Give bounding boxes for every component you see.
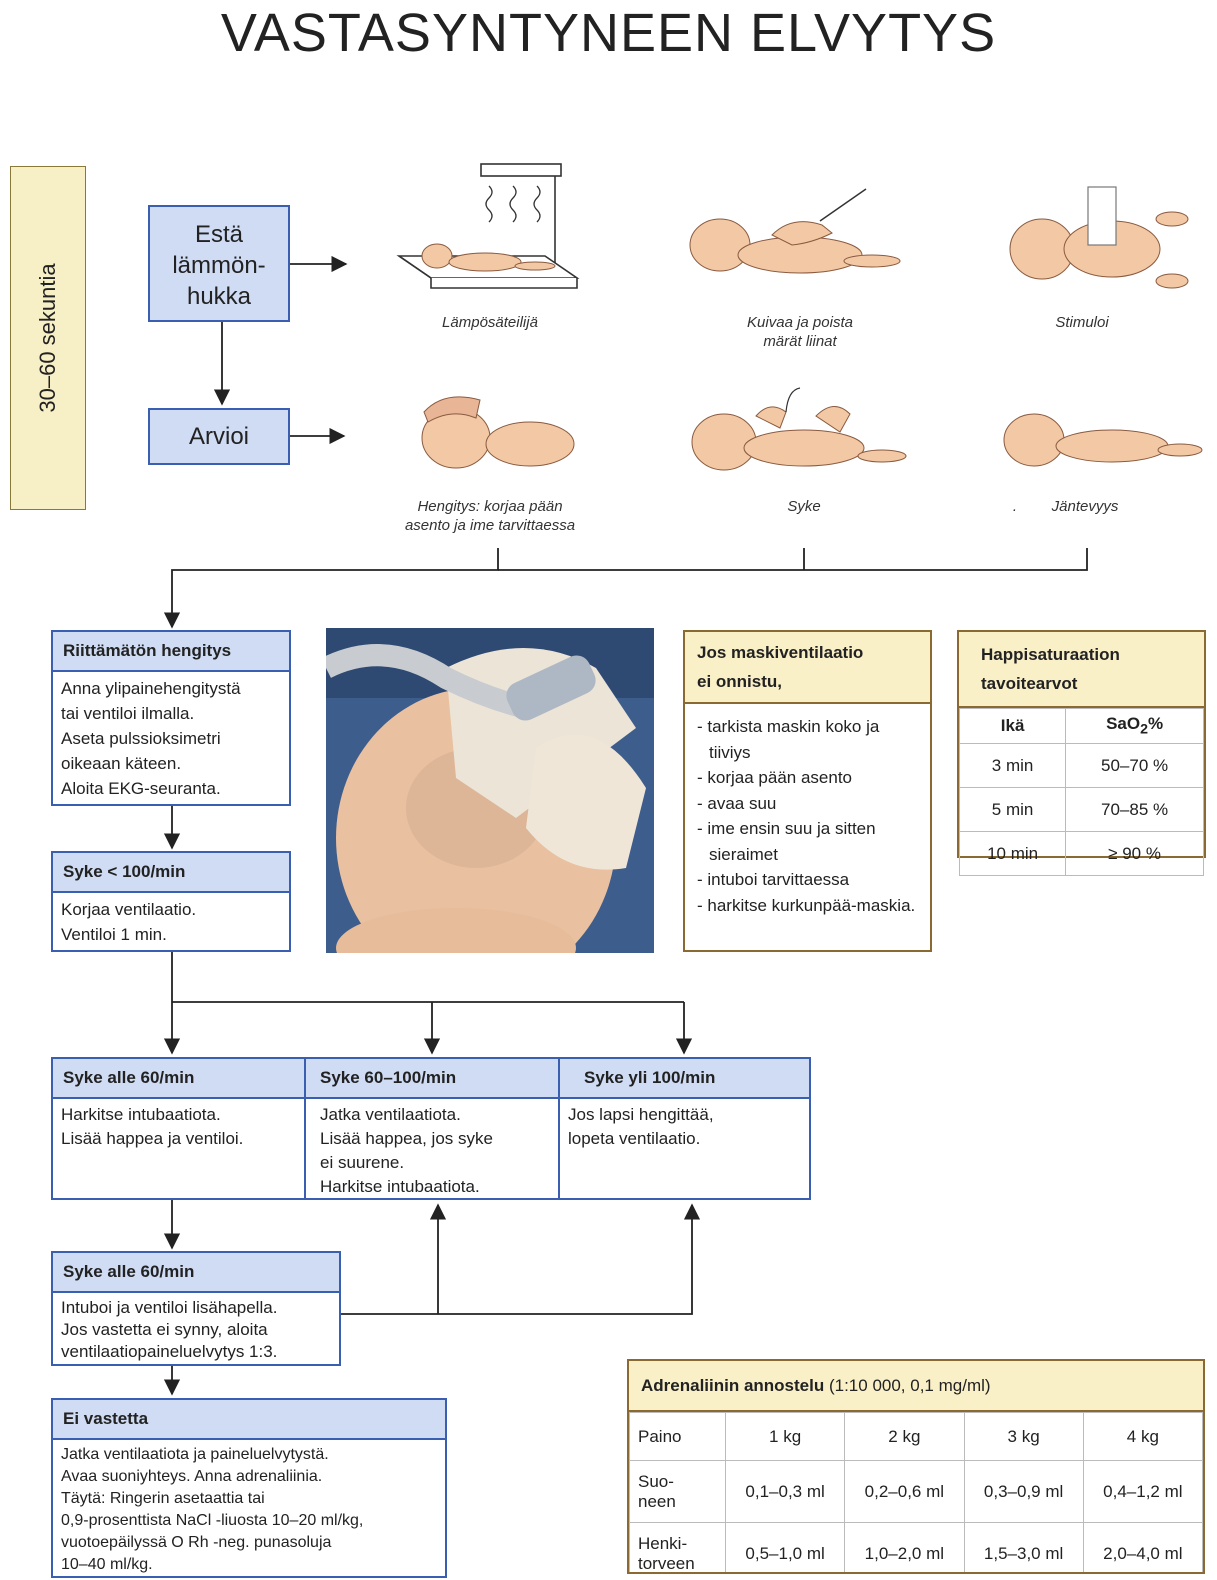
adrenaline-dose: 0,4–1,2 ml xyxy=(1083,1461,1202,1523)
table-row: 10 min ≥ 90 % xyxy=(960,832,1204,876)
saturation-age: 10 min xyxy=(960,832,1066,876)
adrenaline-header-cell: 2 kg xyxy=(845,1413,964,1461)
mask-item: - tarkista maskin koko ja tiiviys xyxy=(697,714,918,765)
prevent-heat-loss-box: Estä lämmön- hukka xyxy=(148,205,290,322)
intubate-box: Syke alle 60/min Intuboi ja ventiloi lis… xyxy=(51,1251,341,1366)
assess-box: Arvioi xyxy=(148,408,290,465)
inadequate-breathing-title: Riittämätön hengitys xyxy=(53,632,289,672)
hr-60-100-title: Syke 60–100/min xyxy=(306,1059,560,1099)
saturation-col-sat: SaO2% xyxy=(1066,709,1204,744)
mask-ventilation-title: Jos maskiventilaatio ei onnistu, xyxy=(685,632,930,704)
hr-over-100-body: Jos lapsi hengittää, lopeta ventilaatio. xyxy=(560,1099,809,1198)
arrow-assess-to-inadequate xyxy=(172,548,498,627)
intubate-title: Syke alle 60/min xyxy=(53,1253,339,1293)
adrenaline-header-cell: 1 kg xyxy=(726,1413,845,1461)
table-row: Suo- neen 0,1–0,3 ml 0,2–0,6 ml 0,3–0,9 … xyxy=(630,1461,1203,1523)
mask-ventilation-list: - tarkista maskin koko ja tiiviys - korj… xyxy=(685,704,930,928)
saturation-value: ≥ 90 % xyxy=(1066,832,1204,876)
adrenaline-dose: 0,3–0,9 ml xyxy=(964,1461,1083,1523)
caption-dry: Kuivaa ja poista märät liinat xyxy=(700,313,900,351)
hr-over-100-title: Syke yli 100/min xyxy=(560,1059,809,1099)
heart-rate-illustration xyxy=(686,386,911,481)
saturation-age: 5 min xyxy=(960,788,1066,832)
adrenaline-row-label: Henki- torveen xyxy=(630,1523,726,1575)
mask-ventilation-photo xyxy=(326,628,654,953)
adrenaline-dose: 1,5–3,0 ml xyxy=(964,1523,1083,1575)
mask-ventilation-box: Jos maskiventilaatio ei onnistu, - tarki… xyxy=(683,630,932,952)
adrenaline-dose: 0,2–0,6 ml xyxy=(845,1461,964,1523)
dry-baby-illustration xyxy=(680,183,910,283)
stimulate-illustration xyxy=(1002,183,1202,303)
hr-under-100-body: Korjaa ventilaatio. Ventiloi 1 min. xyxy=(53,893,289,951)
saturation-age: 3 min xyxy=(960,744,1066,788)
breathing-illustration xyxy=(400,382,580,482)
no-response-box: Ei vastetta Jatka ventilaatiota ja paine… xyxy=(51,1398,447,1578)
table-row: 5 min 70–85 % xyxy=(960,788,1204,832)
caption-tone: Jäntevyys xyxy=(1030,497,1140,516)
no-response-body: Jatka ventilaatiota ja paineluelvytystä.… xyxy=(53,1440,445,1580)
saturation-title: Happisaturaation tavoitearvot xyxy=(959,632,1204,708)
caption-breathing: Hengitys: korjaa pään asento ja ime tarv… xyxy=(380,497,600,535)
caption-warmer: Lämpösäteilijä xyxy=(395,313,585,332)
no-response-title: Ei vastetta xyxy=(53,1400,445,1440)
inadequate-breathing-box: Riittämätön hengitys Anna ylipainehengit… xyxy=(51,630,291,806)
saturation-box: Happisaturaation tavoitearvot Ikä SaO2% … xyxy=(957,630,1206,858)
saturation-value: 50–70 % xyxy=(1066,744,1204,788)
saturation-table: Ikä SaO2% 3 min 50–70 % 5 min 70–85 % 10… xyxy=(959,708,1204,876)
table-row: Paino 1 kg 2 kg 3 kg 4 kg xyxy=(630,1413,1203,1461)
mask-item: - harkitse kurkunpää-maskia. xyxy=(697,893,918,919)
radiant-warmer-illustration xyxy=(395,158,585,306)
mask-item: - intuboi tarvittaessa xyxy=(697,867,918,893)
adrenaline-header-cell: 4 kg xyxy=(1083,1413,1202,1461)
intubate-body: Intuboi ja ventiloi lisähapella. Jos vas… xyxy=(53,1293,339,1367)
muscle-tone-illustration xyxy=(1000,404,1205,479)
heart-rate-branches: Syke alle 60/min Syke 60–100/min Syke yl… xyxy=(51,1057,811,1200)
mask-item: - ime ensin suu ja sitten sieraimet xyxy=(697,816,918,867)
adrenaline-dose: 0,1–0,3 ml xyxy=(726,1461,845,1523)
caption-stimulate: Stimuloi xyxy=(1002,313,1162,332)
adrenaline-title: Adrenaliinin annostelu (1:10 000, 0,1 mg… xyxy=(629,1361,1203,1412)
arrow-intubate-to-over100 xyxy=(340,1205,692,1314)
caption-heart: Syke xyxy=(704,497,904,516)
adrenaline-dose: 2,0–4,0 ml xyxy=(1083,1523,1202,1575)
adrenaline-header-weight: Paino xyxy=(630,1413,726,1461)
hr-under-100-box: Syke < 100/min Korjaa ventilaatio. Venti… xyxy=(51,851,291,952)
hr-below-60-body: Harkitse intubaatiota. Lisää happea ja v… xyxy=(53,1099,306,1198)
adrenaline-dose: 1,0–2,0 ml xyxy=(845,1523,964,1575)
caption-tone-dot: . xyxy=(1005,497,1025,516)
hr-under-100-title: Syke < 100/min xyxy=(53,853,289,893)
table-row: 3 min 50–70 % xyxy=(960,744,1204,788)
saturation-col-age: Ikä xyxy=(960,709,1066,744)
mask-item: - avaa suu xyxy=(697,791,918,817)
adrenaline-row-label: Suo- neen xyxy=(630,1461,726,1523)
inadequate-breathing-body: Anna ylipainehengitystä tai ventiloi ilm… xyxy=(53,672,289,805)
hr-below-60-title: Syke alle 60/min xyxy=(53,1059,306,1099)
adrenaline-header-cell: 3 kg xyxy=(964,1413,1083,1461)
adrenaline-table: Paino 1 kg 2 kg 3 kg 4 kg Suo- neen 0,1–… xyxy=(629,1412,1203,1574)
hr-60-100-body: Jatka ventilaatiota. Lisää happea, jos s… xyxy=(306,1099,560,1198)
mask-item: - korjaa pään asento xyxy=(697,765,918,791)
saturation-value: 70–85 % xyxy=(1066,788,1204,832)
table-row: Henki- torveen 0,5–1,0 ml 1,0–2,0 ml 1,5… xyxy=(630,1523,1203,1575)
adrenaline-box: Adrenaliinin annostelu (1:10 000, 0,1 mg… xyxy=(627,1359,1205,1574)
adrenaline-dose: 0,5–1,0 ml xyxy=(726,1523,845,1575)
